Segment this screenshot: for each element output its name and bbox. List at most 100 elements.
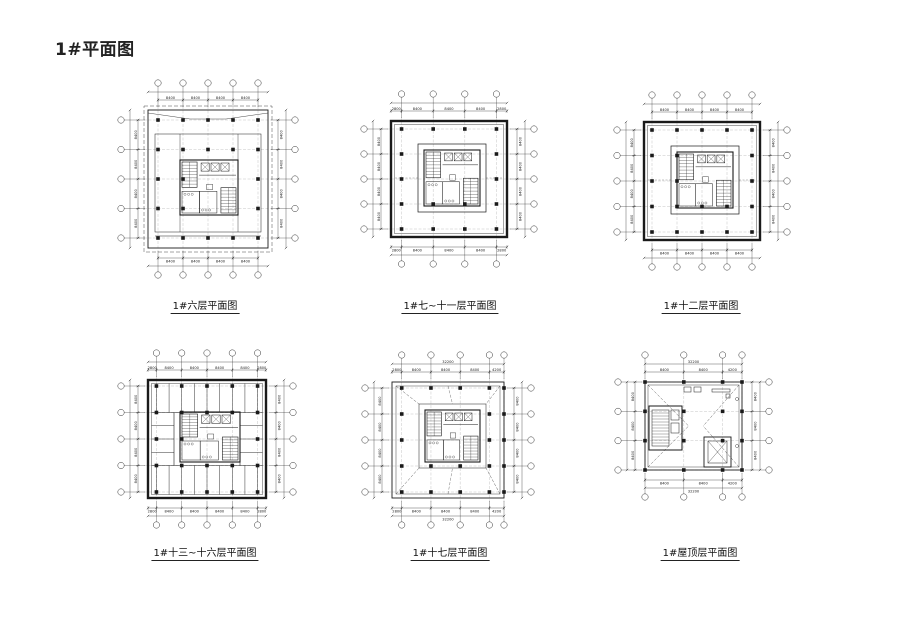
grid-axis-bubble bbox=[289, 435, 297, 443]
structural-column bbox=[431, 227, 435, 231]
structural-column bbox=[154, 410, 159, 415]
structural-column bbox=[230, 384, 235, 388]
grid-axis-bubble bbox=[765, 437, 773, 445]
grid-axis-bubble bbox=[291, 234, 299, 242]
dimension-tick bbox=[758, 256, 762, 260]
grid-axis-bubble bbox=[748, 263, 756, 271]
toilet-fixture bbox=[428, 441, 432, 445]
dimension-label: 2800 bbox=[257, 366, 267, 370]
elevator-shaft-cross bbox=[464, 412, 473, 421]
dimension-label: 8400 bbox=[685, 251, 695, 255]
grid-axis-bubble bbox=[178, 349, 186, 357]
dimension-tick bbox=[505, 253, 509, 257]
structural-column bbox=[650, 179, 654, 183]
dimension-label: 8400 bbox=[735, 251, 745, 255]
structural-column bbox=[256, 206, 260, 211]
grid-axis-bubble bbox=[723, 91, 731, 99]
structural-column bbox=[494, 202, 499, 206]
structural-column bbox=[487, 490, 492, 494]
grid-axis-bubble bbox=[291, 205, 299, 212]
structural-column bbox=[179, 463, 184, 468]
structural-column bbox=[643, 468, 647, 472]
dimension-label: 8400 bbox=[190, 366, 200, 370]
structural-column bbox=[156, 147, 160, 152]
grid-axis-bubble bbox=[203, 521, 211, 529]
dimension-label: 8400 bbox=[279, 218, 283, 228]
dimension-tick bbox=[282, 378, 286, 382]
toilet-fixture bbox=[427, 183, 431, 187]
structural-column bbox=[682, 438, 686, 443]
dimension-label: 8400 bbox=[277, 420, 281, 430]
structural-column bbox=[740, 438, 744, 443]
roof-slope-line bbox=[395, 467, 420, 495]
toilet-fixture bbox=[701, 201, 704, 205]
structural-column bbox=[154, 463, 159, 468]
toilet-room bbox=[199, 440, 219, 461]
dimension-label: 8400 bbox=[518, 186, 522, 196]
structural-column bbox=[700, 204, 704, 209]
structural-column bbox=[206, 147, 210, 152]
structural-column bbox=[179, 384, 184, 388]
dimension-label: 8400 bbox=[699, 481, 709, 485]
pipe-shaft bbox=[206, 183, 213, 190]
dimension-label: 8400 bbox=[518, 161, 522, 171]
exterior-wall bbox=[146, 378, 268, 500]
plan-caption-6f: 1#六层平面图 bbox=[170, 297, 240, 314]
structural-column bbox=[230, 463, 235, 468]
toilet-fixture bbox=[431, 183, 434, 187]
dimension-tick bbox=[264, 360, 268, 364]
grid-axis-bubble bbox=[748, 91, 756, 99]
dimension-label: 8400 bbox=[699, 368, 709, 372]
dimension-label: 8400 bbox=[515, 396, 519, 406]
core-wall bbox=[179, 411, 241, 463]
elevator-shaft bbox=[445, 412, 454, 421]
dimension-label: 8400 bbox=[134, 447, 138, 457]
grid-axis-bubble bbox=[719, 351, 727, 359]
dimension-tick bbox=[642, 102, 646, 106]
plan-caption-13-16f: 1#十三~十六层平面图 bbox=[151, 544, 259, 561]
structural-column bbox=[231, 118, 235, 122]
toilet-fixture bbox=[697, 201, 700, 205]
dimension-tick bbox=[390, 362, 394, 366]
grid-axis-bubble bbox=[530, 175, 538, 183]
roof-drain bbox=[735, 444, 739, 448]
slab-edge bbox=[644, 381, 743, 471]
structural-column bbox=[463, 227, 467, 231]
grid-axis-bubble bbox=[154, 79, 162, 87]
dimension-label: 8400 bbox=[166, 96, 176, 100]
elevator-shaft bbox=[221, 414, 231, 424]
pipe-shaft bbox=[450, 432, 456, 439]
corridor-partition bbox=[154, 133, 262, 233]
dimension-label: 8400 bbox=[277, 473, 281, 483]
dimension-label: 8400 bbox=[515, 422, 519, 432]
dimension-label: 8400 bbox=[240, 366, 250, 370]
elevator-shaft-cross bbox=[444, 152, 453, 161]
structural-column bbox=[399, 227, 404, 231]
grid-axis-bubble bbox=[530, 225, 538, 233]
grid-axis-bubble bbox=[765, 466, 773, 474]
core-zone-wall bbox=[418, 403, 487, 469]
structural-column bbox=[206, 118, 210, 122]
dimension-label: 8400 bbox=[515, 448, 519, 458]
structural-column bbox=[675, 153, 679, 158]
structural-column bbox=[675, 204, 679, 209]
structural-column bbox=[720, 468, 725, 472]
dimension-label: 4200 bbox=[492, 368, 502, 372]
roof-ridge-line bbox=[447, 467, 453, 495]
grid-axis-bubble bbox=[485, 351, 493, 359]
parapet-line bbox=[647, 384, 740, 468]
dimension-tick bbox=[624, 238, 628, 242]
structural-column bbox=[487, 464, 492, 468]
dimension-tick bbox=[284, 108, 288, 112]
structural-column bbox=[700, 128, 704, 132]
dimension-label: 8400 bbox=[279, 129, 283, 139]
structural-column bbox=[399, 490, 404, 494]
elevator-shaft-cross bbox=[463, 152, 472, 161]
structural-column bbox=[700, 230, 704, 234]
dimension-label: 8400 bbox=[771, 137, 775, 147]
dimension-tick bbox=[523, 119, 527, 123]
structural-column bbox=[179, 437, 184, 441]
grid-axis-bubble bbox=[117, 175, 125, 183]
